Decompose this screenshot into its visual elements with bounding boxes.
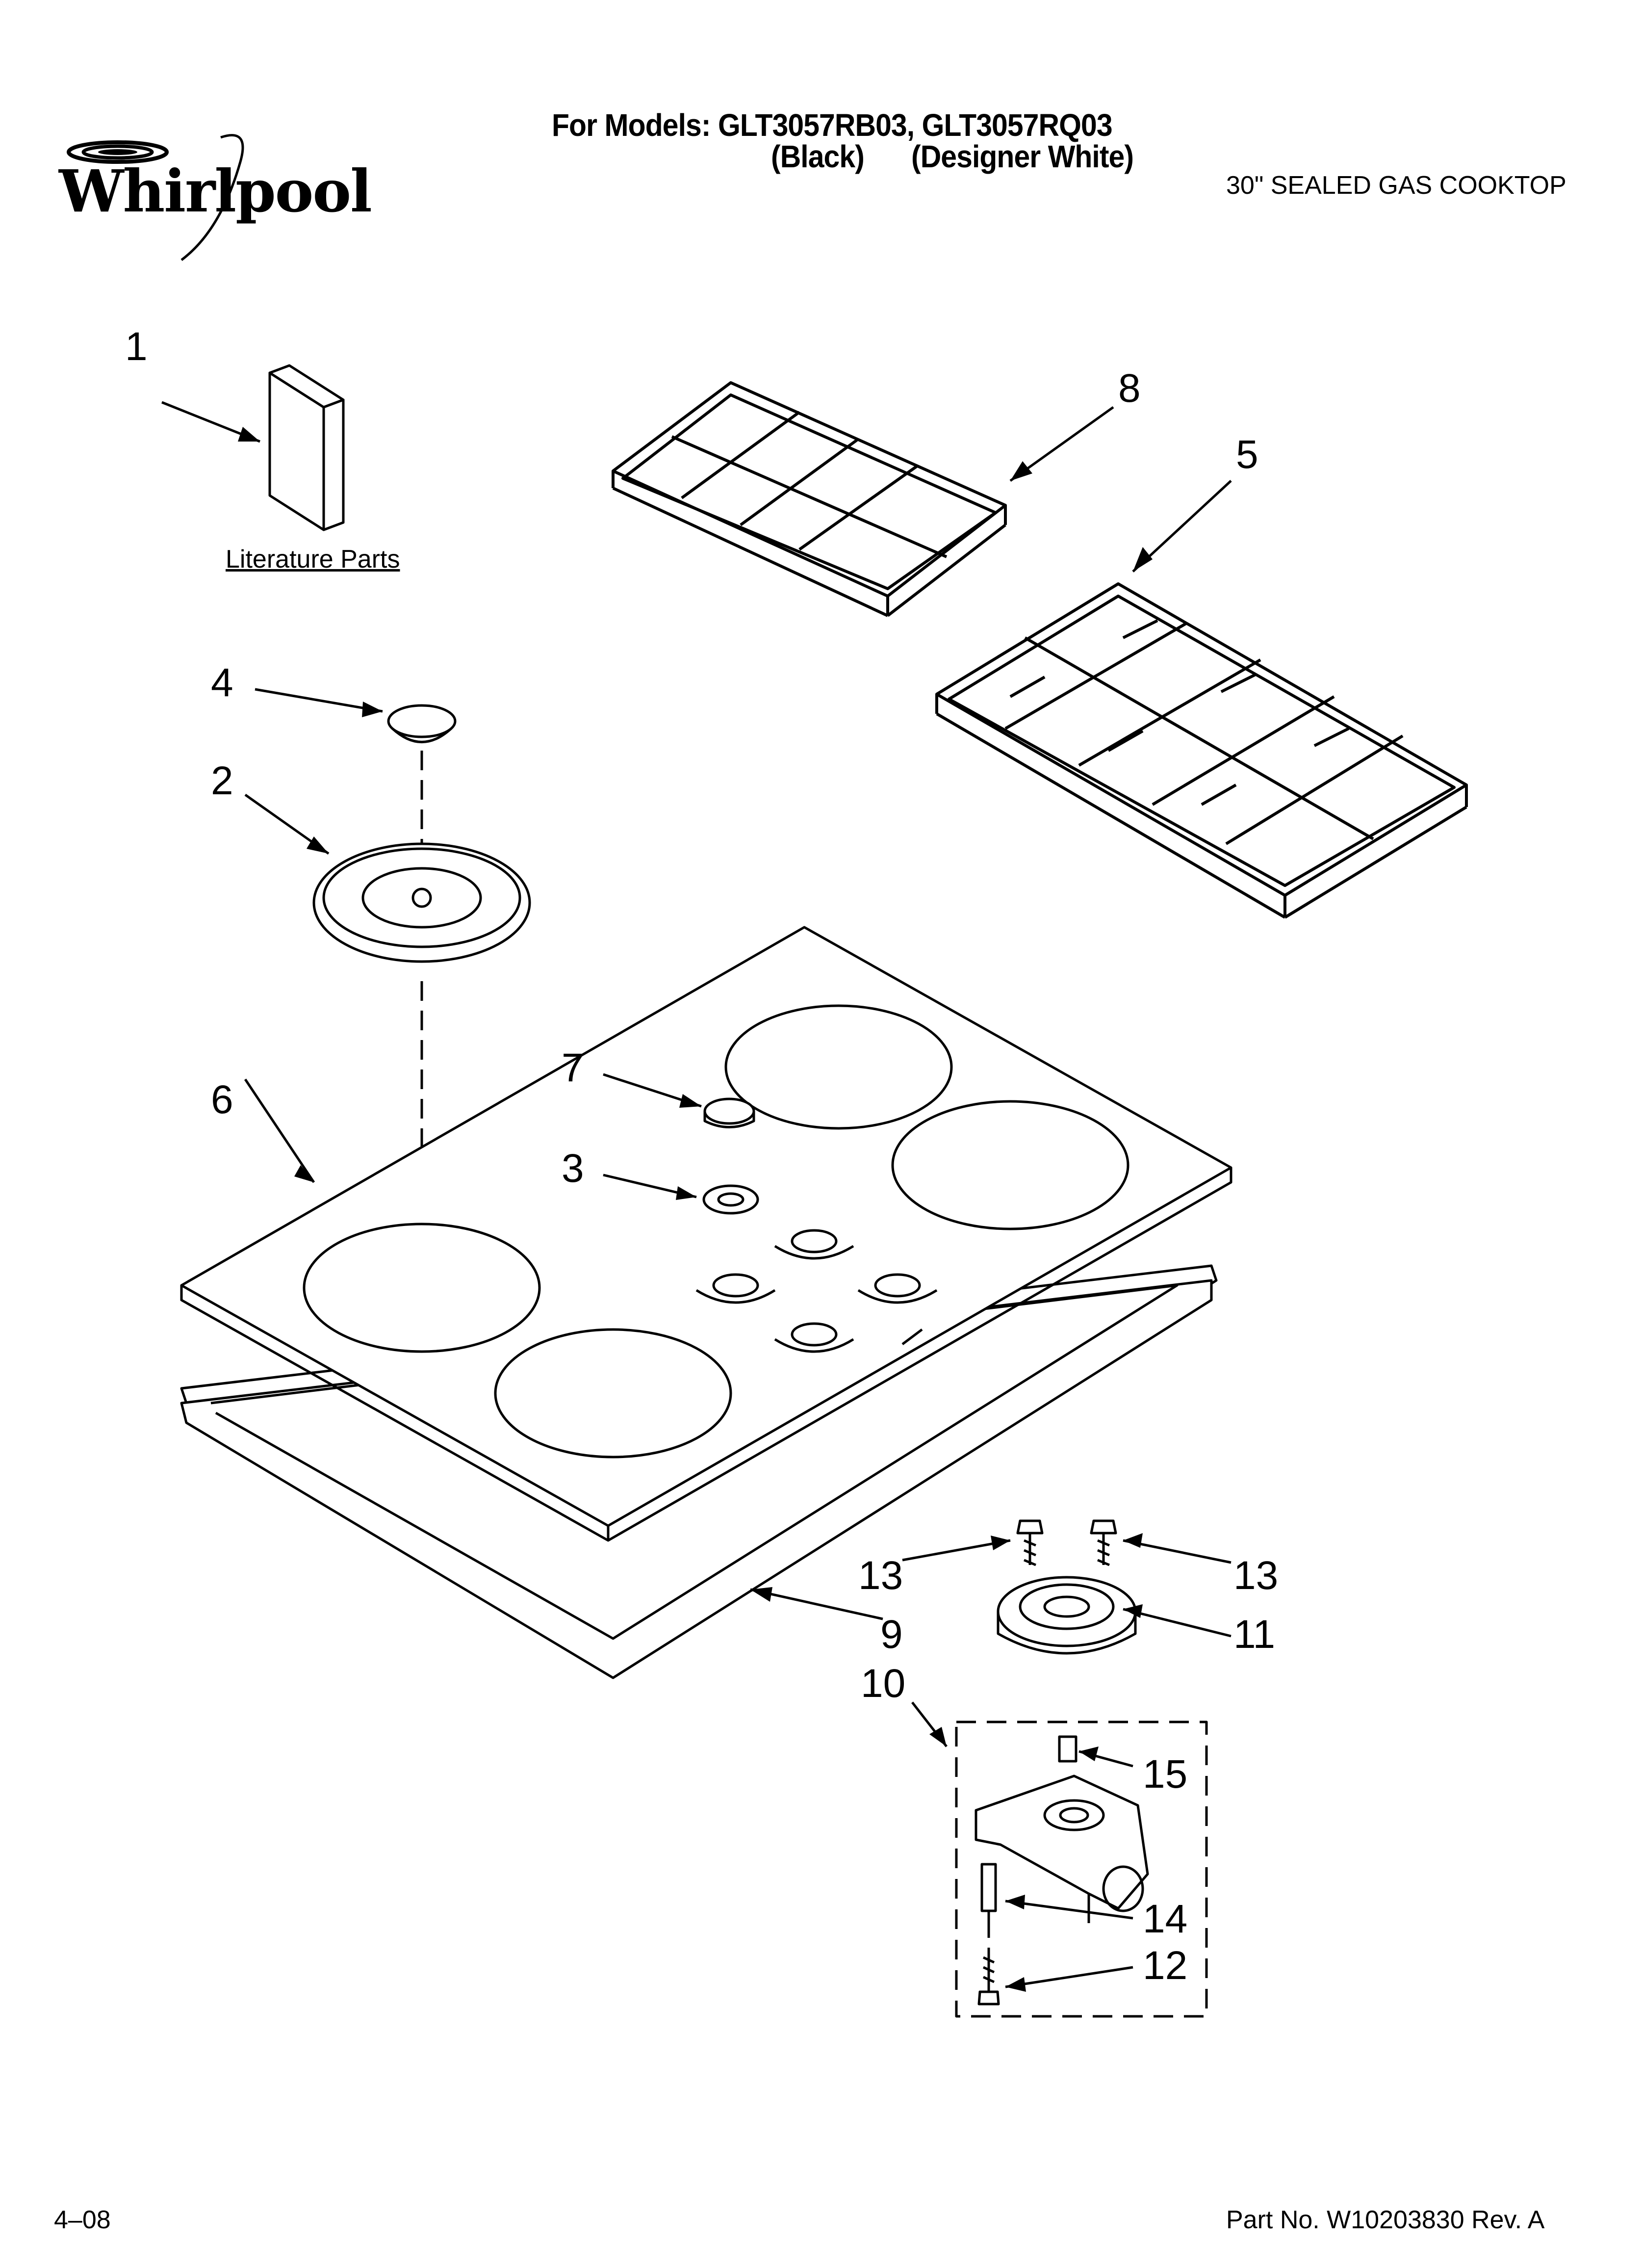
- burner-cap: [387, 704, 457, 743]
- burner-ring: [997, 1576, 1137, 1655]
- burner-bracket: [975, 1774, 1149, 1923]
- screw-right: [1090, 1519, 1117, 1566]
- bottom-screw: [977, 1948, 1000, 2006]
- burner-base: [312, 842, 531, 963]
- callout-11: 11: [1233, 1612, 1276, 1657]
- callout-4: 4: [211, 660, 233, 705]
- callout-7: 7: [562, 1045, 584, 1090]
- callout-13-right: 13: [1233, 1553, 1279, 1598]
- literature-booklet: [268, 364, 345, 531]
- brand-name: Whirlpool: [59, 157, 372, 225]
- literature-parts-label: Literature Parts: [226, 545, 400, 574]
- callout-1: 1: [125, 324, 148, 369]
- igniter-electrode: [980, 1863, 997, 1938]
- grate-left: [612, 381, 1007, 617]
- whirlpool-swirl-icon: [67, 134, 244, 261]
- callout-13-left: 13: [858, 1553, 903, 1598]
- callout-6: 6: [211, 1077, 233, 1122]
- callout-9: 9: [880, 1612, 903, 1657]
- color-white-label: (Designer White): [911, 139, 1134, 174]
- part-number: Part No. W10203830 Rev. A: [1226, 2206, 1545, 2234]
- screw-left: [1016, 1519, 1044, 1566]
- knob-bezel: [702, 1184, 759, 1215]
- callout-12: 12: [1143, 1943, 1188, 1988]
- models-title: For Models: GLT3057RB03, GLT3057RQ03: [552, 107, 1113, 143]
- callout-15: 15: [1143, 1752, 1188, 1797]
- callout-10: 10: [861, 1661, 906, 1706]
- callout-3: 3: [562, 1146, 584, 1191]
- cooktop-glass: [180, 926, 1232, 1542]
- brand-logo: Whirlpool: [54, 132, 372, 270]
- leader-lines: [161, 401, 1232, 1988]
- arrowheads: [238, 427, 1153, 1992]
- callout-2: 2: [211, 758, 233, 803]
- orifice: [1058, 1735, 1078, 1763]
- callout-5: 5: [1236, 432, 1258, 477]
- callout-8: 8: [1118, 366, 1141, 411]
- grate-right: [935, 582, 1468, 919]
- product-title: 30" SEALED GAS COOKTOP: [1226, 171, 1566, 200]
- control-knob: [703, 1097, 755, 1128]
- color-black-label: (Black): [771, 139, 865, 174]
- revision-date: 4–08: [54, 2206, 111, 2234]
- callout-14: 14: [1143, 1897, 1188, 1941]
